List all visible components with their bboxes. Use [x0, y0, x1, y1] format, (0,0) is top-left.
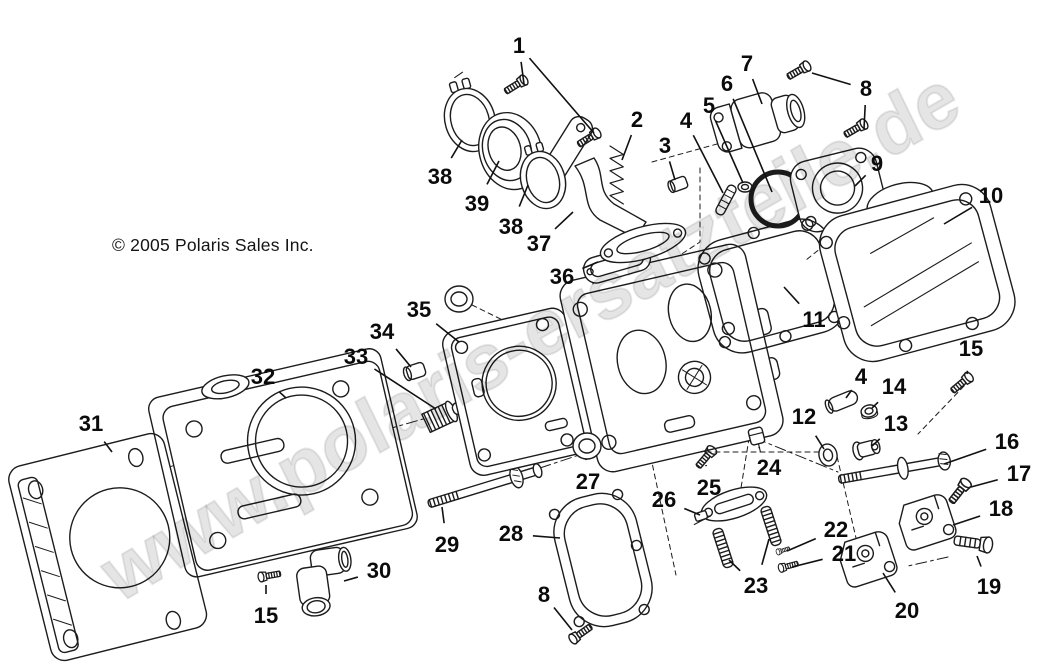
- callout-14: 14: [881, 374, 907, 399]
- callout-27: 27: [575, 469, 601, 494]
- part-cylinder-stud-29: [427, 463, 543, 508]
- callout-9: 9: [870, 151, 884, 176]
- part-seal-ring: [444, 285, 474, 313]
- callout-4: 4: [679, 108, 693, 133]
- callout-17: 17: [1006, 461, 1032, 486]
- part-elbow-30: [296, 546, 352, 617]
- part-pin-24: [747, 426, 766, 453]
- callout-8: 8: [859, 76, 873, 101]
- callout-15: 15: [253, 603, 279, 628]
- callout-39: 39: [464, 191, 490, 216]
- callout-13: 13: [883, 411, 909, 436]
- callout-15: 15: [958, 336, 984, 361]
- part-side-gasket-28: [548, 488, 653, 628]
- part-spring-2: [609, 145, 624, 205]
- part-intake-manifold: [542, 115, 687, 264]
- callout-38: 38: [498, 214, 524, 239]
- callout-16: 16: [994, 429, 1020, 454]
- callout-36: 36: [549, 264, 575, 289]
- callout-2: 2: [630, 107, 644, 132]
- callout-8: 8: [537, 582, 551, 607]
- part-rocker-stud-16: [837, 451, 952, 484]
- part-thermostat-housing: [709, 92, 806, 153]
- callout-23: 23: [743, 573, 769, 598]
- callout-32: 32: [250, 364, 276, 389]
- callout-28: 28: [498, 521, 524, 546]
- part-plug-3: [667, 175, 689, 194]
- callout-3: 3: [658, 133, 672, 158]
- part-stud-4: [715, 184, 737, 216]
- callout-20: 20: [894, 598, 920, 623]
- callout-5: 5: [702, 93, 716, 118]
- callout-29: 29: [434, 532, 460, 557]
- callout-18: 18: [988, 496, 1014, 521]
- callout-12: 12: [791, 404, 817, 429]
- callout-22: 22: [823, 517, 849, 542]
- callout-31: 31: [78, 411, 104, 436]
- callout-1: 1: [512, 33, 526, 58]
- part-bolt-13: [852, 439, 881, 461]
- part-washer-12: [818, 443, 838, 467]
- callout-24: 24: [756, 455, 782, 480]
- part-clamp-38b: [519, 141, 567, 210]
- part-base-gasket: [8, 432, 208, 662]
- callout-4: 4: [854, 364, 868, 389]
- callout-37: 37: [526, 231, 552, 256]
- callout-38: 38: [427, 164, 453, 189]
- copyright-text: © 2005 Polaris Sales Inc.: [112, 235, 314, 255]
- callout-30: 30: [366, 558, 392, 583]
- callout-21: 21: [831, 541, 857, 566]
- callout-7: 7: [740, 51, 754, 76]
- callout-33: 33: [343, 344, 369, 369]
- callout-10: 10: [978, 183, 1004, 208]
- callout-34: 34: [369, 319, 395, 344]
- callout-25: 25: [696, 475, 722, 500]
- callout-35: 35: [406, 297, 432, 322]
- callout-19: 19: [976, 574, 1002, 599]
- callout-6: 6: [720, 71, 734, 96]
- part-dowel-4: [824, 390, 859, 414]
- part-cylinder: [147, 348, 418, 578]
- callout-26: 26: [651, 487, 677, 512]
- callout-11: 11: [802, 307, 826, 332]
- part-valve-cover: [818, 181, 1016, 363]
- part-seal-27: [572, 432, 602, 460]
